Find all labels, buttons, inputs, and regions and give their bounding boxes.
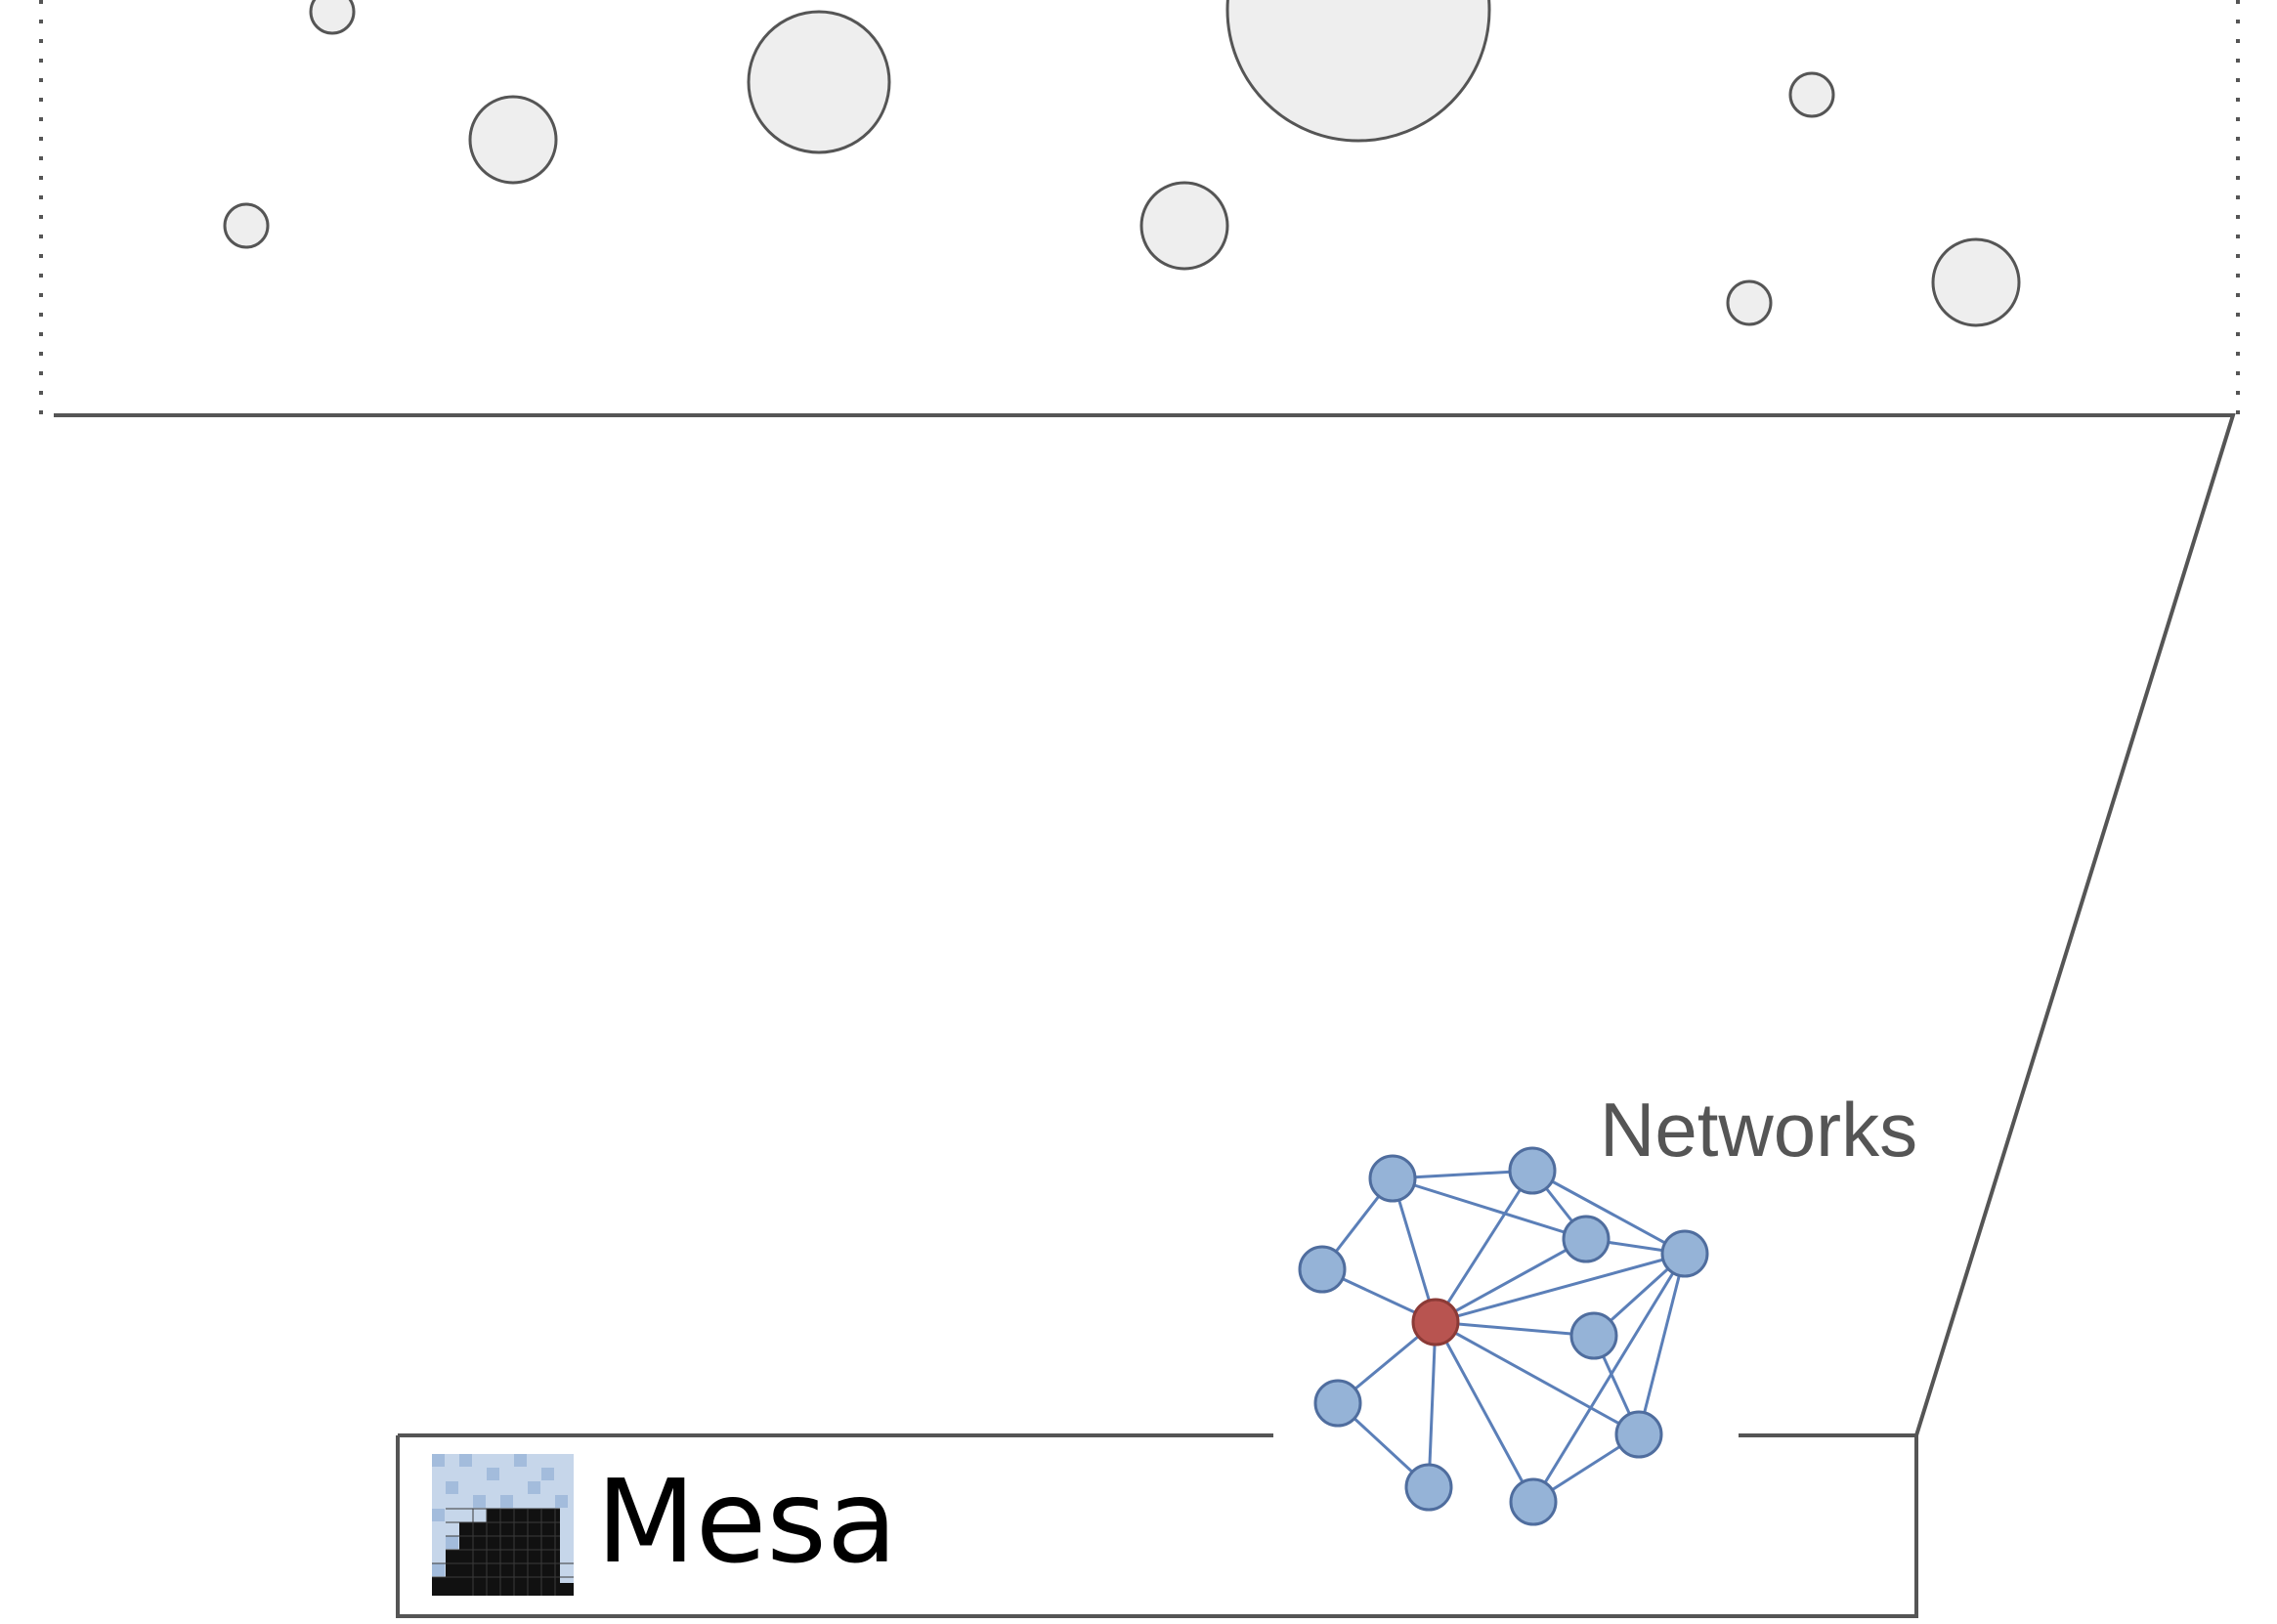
mesa-label: Mesa <box>596 1454 897 1589</box>
bubbles <box>223 0 2021 327</box>
funnel-outline <box>54 413 2236 1437</box>
bubble <box>1931 237 2021 327</box>
bubble <box>468 95 558 185</box>
bubble <box>223 202 270 249</box>
bubble <box>1225 0 1491 143</box>
networks-label: Networks <box>1600 1087 1917 1173</box>
network-graph-icon <box>1298 1146 1709 1526</box>
mesa-logo-icon <box>432 1454 574 1596</box>
bubble <box>1788 71 1835 118</box>
bubble <box>1139 181 1229 271</box>
bubble <box>1726 279 1773 326</box>
mesa-box <box>396 1435 1918 1618</box>
bubble <box>747 10 891 154</box>
central-node <box>1411 1298 1460 1346</box>
bubble <box>309 0 356 35</box>
